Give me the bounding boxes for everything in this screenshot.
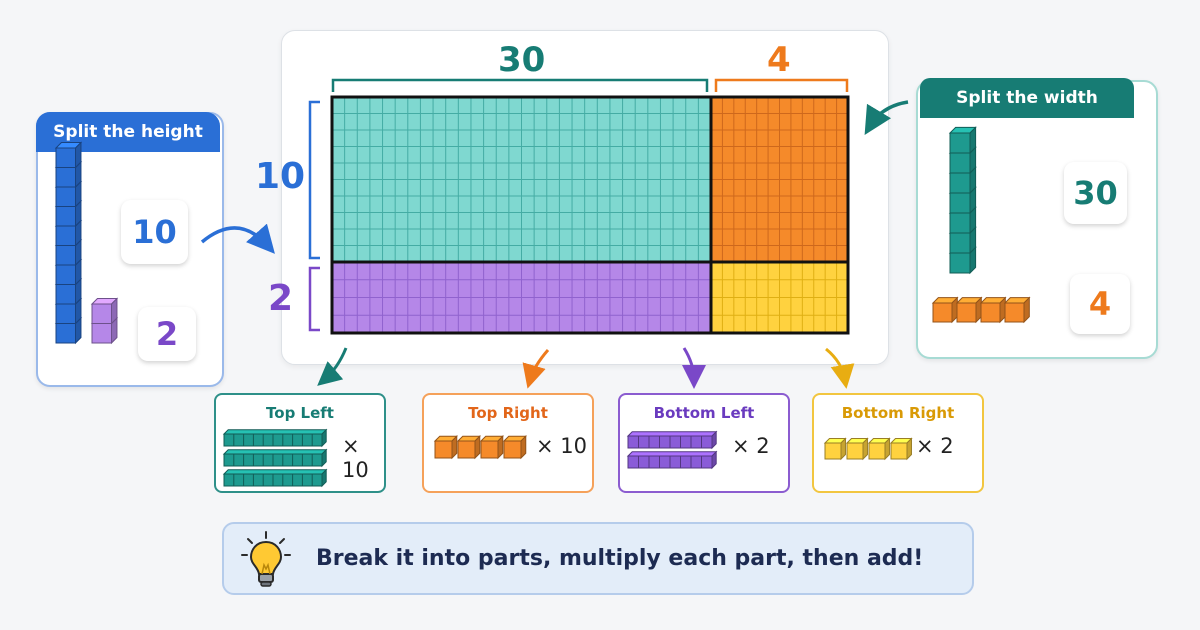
- height-value-2: 2: [138, 307, 196, 361]
- rod-bottom-left: [626, 430, 718, 450]
- arrow-height-to-grid: [200, 223, 275, 254]
- region-bottom-right-gridlines: [711, 262, 848, 333]
- grid-outline: [330, 95, 850, 335]
- width-block-four: [979, 296, 1007, 324]
- width-block-thirty: [948, 126, 977, 155]
- arrow-width-to-grid: [864, 100, 909, 136]
- part-multiplier: × 10: [536, 434, 587, 458]
- width-label-4: 4: [767, 40, 791, 80]
- rod-top-left: [222, 428, 328, 448]
- height-value-10: 10: [121, 200, 188, 264]
- part-title: Top Right: [468, 404, 548, 422]
- rod-bottom-left: [626, 450, 718, 470]
- height-block-two: [90, 297, 119, 325]
- width-value-30: 30: [1064, 162, 1127, 224]
- arrow-bottom-right: [825, 347, 855, 389]
- rod-top-left: [222, 448, 328, 468]
- cube-bottom-right: [889, 437, 913, 461]
- cube-bottom-right: [823, 437, 847, 461]
- part-title: Top Left: [266, 404, 334, 422]
- height-block-ten: [54, 141, 83, 169]
- width-block-four: [955, 296, 983, 324]
- tip-text: Break it into parts, multiply each part,…: [316, 546, 924, 571]
- split-width-title: Split the width: [920, 78, 1134, 118]
- cube-bottom-right: [867, 437, 891, 461]
- width-block-four: [1003, 296, 1031, 324]
- part-title: Bottom Left: [653, 404, 755, 422]
- bracket-10: [308, 100, 320, 260]
- width-block-four: [931, 296, 959, 324]
- tip-banner: Break it into parts, multiply each part,…: [222, 522, 974, 595]
- cube-top-right: [502, 435, 527, 460]
- part-multiplier: × 2: [732, 434, 770, 458]
- arrow-bottom-left: [681, 347, 706, 389]
- height-label-10: 10: [255, 156, 306, 197]
- bracket-4: [714, 78, 849, 92]
- part-multiplier: × 10: [342, 434, 369, 482]
- arrow-top-left: [317, 347, 348, 386]
- cube-bottom-right: [845, 437, 869, 461]
- width-value-4: 4: [1070, 274, 1130, 334]
- region-top-right-gridlines: [711, 97, 848, 262]
- cube-top-right: [456, 435, 481, 460]
- region-bottom-left-gridlines: [332, 262, 711, 333]
- cube-top-right: [433, 435, 458, 460]
- cube-top-right: [479, 435, 504, 460]
- rod-top-left: [222, 468, 328, 488]
- lightbulb-icon: [241, 531, 291, 587]
- width-label-30: 30: [498, 40, 546, 80]
- bracket-30: [331, 78, 709, 92]
- arrow-top-right: [522, 349, 550, 389]
- part-title: Bottom Right: [841, 404, 955, 422]
- bracket-2: [308, 266, 320, 332]
- part-multiplier: × 2: [916, 434, 954, 458]
- height-label-2: 2: [268, 278, 294, 319]
- region-top-left-gridlines: [332, 97, 711, 262]
